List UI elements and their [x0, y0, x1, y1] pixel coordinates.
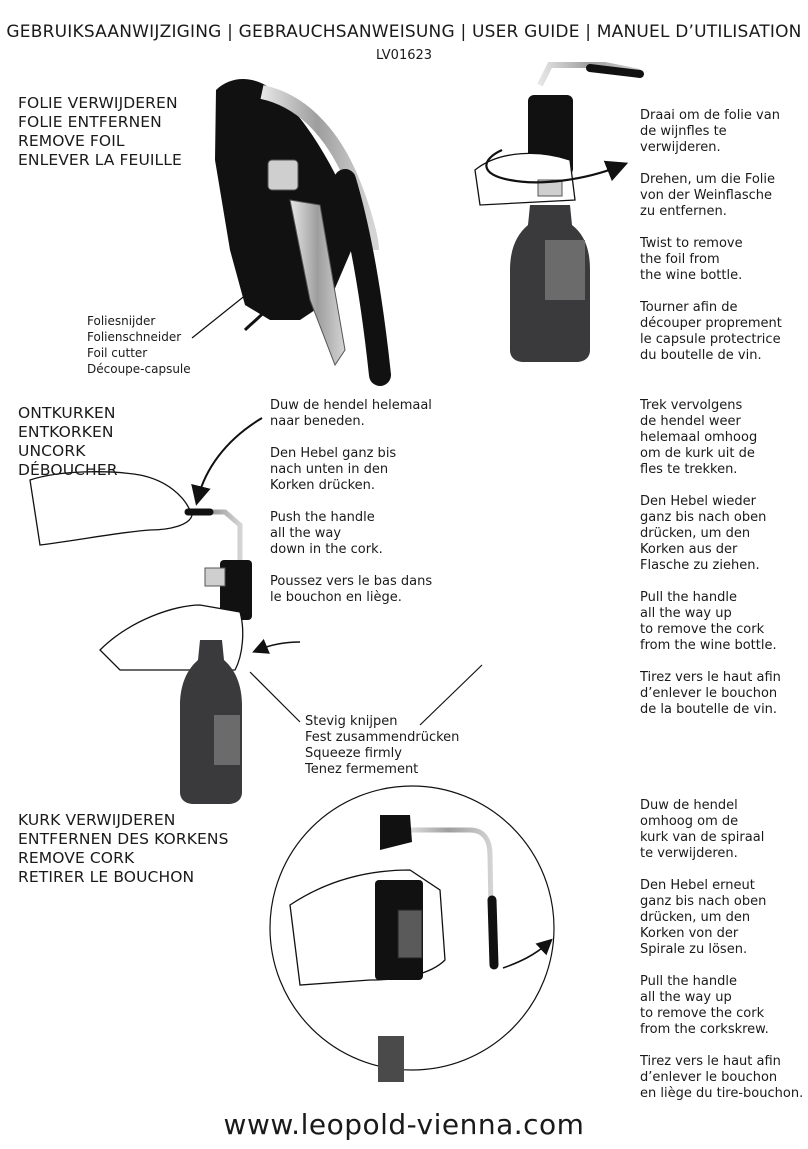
remove-cork-illustration [269, 785, 555, 1082]
section2-instructions-push: Duw de hendel helemaal naar beneden. Den… [270, 398, 470, 622]
squeeze-pointer-right [419, 664, 483, 726]
document-title: GEBRUIKSAANWIJZIGING | GEBRAUCHSANWEISUN… [6, 22, 802, 42]
section2-push-de: Den Hebel ganz bis nach unten in den Kor… [270, 446, 397, 493]
section2-push-en: Push the handle all the way down in the … [270, 510, 383, 557]
section1-text-nl: Draai om de folie van de wijnfles te ver… [640, 108, 780, 155]
website-url: www.leopold-vienna.com [223, 1108, 585, 1141]
product-code: LV01623 [375, 48, 433, 63]
squeeze-label: Stevig knijpen Fest zusammendrücken Sque… [305, 714, 460, 777]
section3-text-en: Pull the handle all the way up to remove… [640, 974, 769, 1037]
section3-text-nl: Duw de hendel omhoog om de kurk van de s… [640, 798, 765, 861]
foil-cutter-label: Foliesnijder Folienschneider Foil cutter… [87, 314, 191, 376]
section2-pull-en: Pull the handle all the way up to remove… [640, 590, 777, 653]
section1-text-de: Drehen, um die Folie von der Weinflasche… [640, 172, 776, 219]
section1-instructions: Draai om de folie van de wijnfles te ver… [640, 108, 802, 380]
section3-text-fr: Tirez vers le haut afin d’enlever le bou… [640, 1054, 804, 1101]
section2-pull-nl: Trek vervolgens de hendel weer helemaal … [640, 398, 758, 477]
section2-heading: ONTKURKEN ENTKORKEN UNCORK DÉBOUCHER [18, 404, 118, 479]
section2-instructions-pull: Trek vervolgens de hendel weer helemaal … [640, 398, 802, 734]
section1-text-fr: Tourner afin de découper proprement le c… [640, 300, 782, 363]
section3-text-de: Den Hebel erneut ganz bis nach oben drüc… [640, 878, 767, 957]
squeeze-arrow [252, 638, 301, 654]
section3-instructions: Duw de hendel omhoog om de kurk van de s… [640, 798, 805, 1118]
section2-push-nl: Duw de hendel helemaal naar beneden. [270, 398, 432, 429]
uncork-illustration [29, 471, 252, 804]
section2-pull-fr: Tirez vers le haut afin d’enlever le bou… [640, 670, 781, 717]
twist-illustration [474, 62, 644, 362]
section3-heading: KURK VERWIJDEREN ENTFERNEN DES KORKENS R… [18, 811, 229, 886]
squeeze-pointer-left [249, 671, 301, 723]
section2-push-fr: Poussez vers le bas dans le bouchon en l… [270, 574, 433, 605]
corkscrew-illustration [215, 79, 391, 386]
section2-pull-de: Den Hebel wieder ganz bis nach oben drüc… [640, 494, 767, 573]
section1-heading: FOLIE VERWIJDEREN FOLIE ENTFERNEN REMOVE… [18, 94, 182, 169]
foil-cutter-pointer [191, 289, 253, 339]
section1-text-en: Twist to remove the foil from the wine b… [640, 236, 743, 283]
push-arrow [191, 417, 263, 506]
